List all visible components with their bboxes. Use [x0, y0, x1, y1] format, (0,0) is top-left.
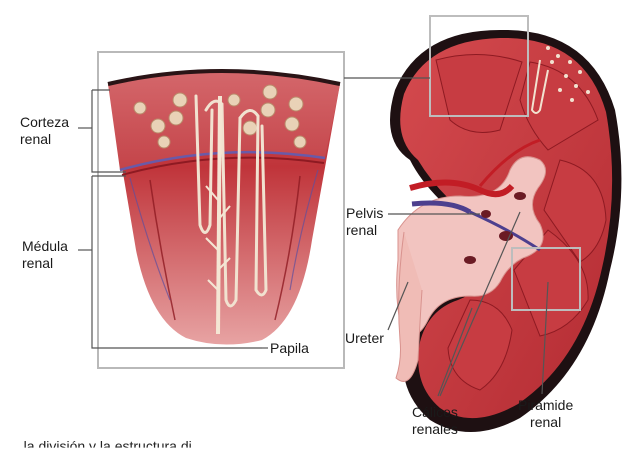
label-corteza-line2: renal: [20, 131, 69, 148]
label-ureter-text: Ureter: [345, 330, 384, 347]
label-papila-text: Papila: [270, 340, 309, 357]
label-piramide-line1: Pirámide: [518, 397, 573, 414]
label-calices-line1: Cálices: [412, 404, 458, 421]
label-medula-line1: Médula: [22, 238, 68, 255]
label-calices-renales: Cálices renales: [412, 404, 458, 438]
label-piramide-renal: Pirámide renal: [518, 397, 573, 431]
label-papila: Papila: [270, 340, 309, 357]
label-medula-line2: renal: [22, 255, 68, 272]
label-pelvis-line2: renal: [346, 222, 383, 239]
collecting-duct: [218, 96, 220, 334]
label-piramide-line2: renal: [518, 414, 573, 431]
label-ureter: Ureter: [345, 330, 384, 347]
label-corteza-line1: Corteza: [20, 114, 69, 131]
label-corteza-renal: Corteza renal: [20, 114, 69, 148]
label-pelvis-renal: Pelvis renal: [346, 205, 383, 239]
enlarged-pyramid-section: [98, 52, 344, 368]
label-pelvis-line1: Pelvis: [346, 205, 383, 222]
label-calices-line2: renales: [412, 421, 458, 438]
label-medula-renal: Médula renal: [22, 238, 68, 272]
